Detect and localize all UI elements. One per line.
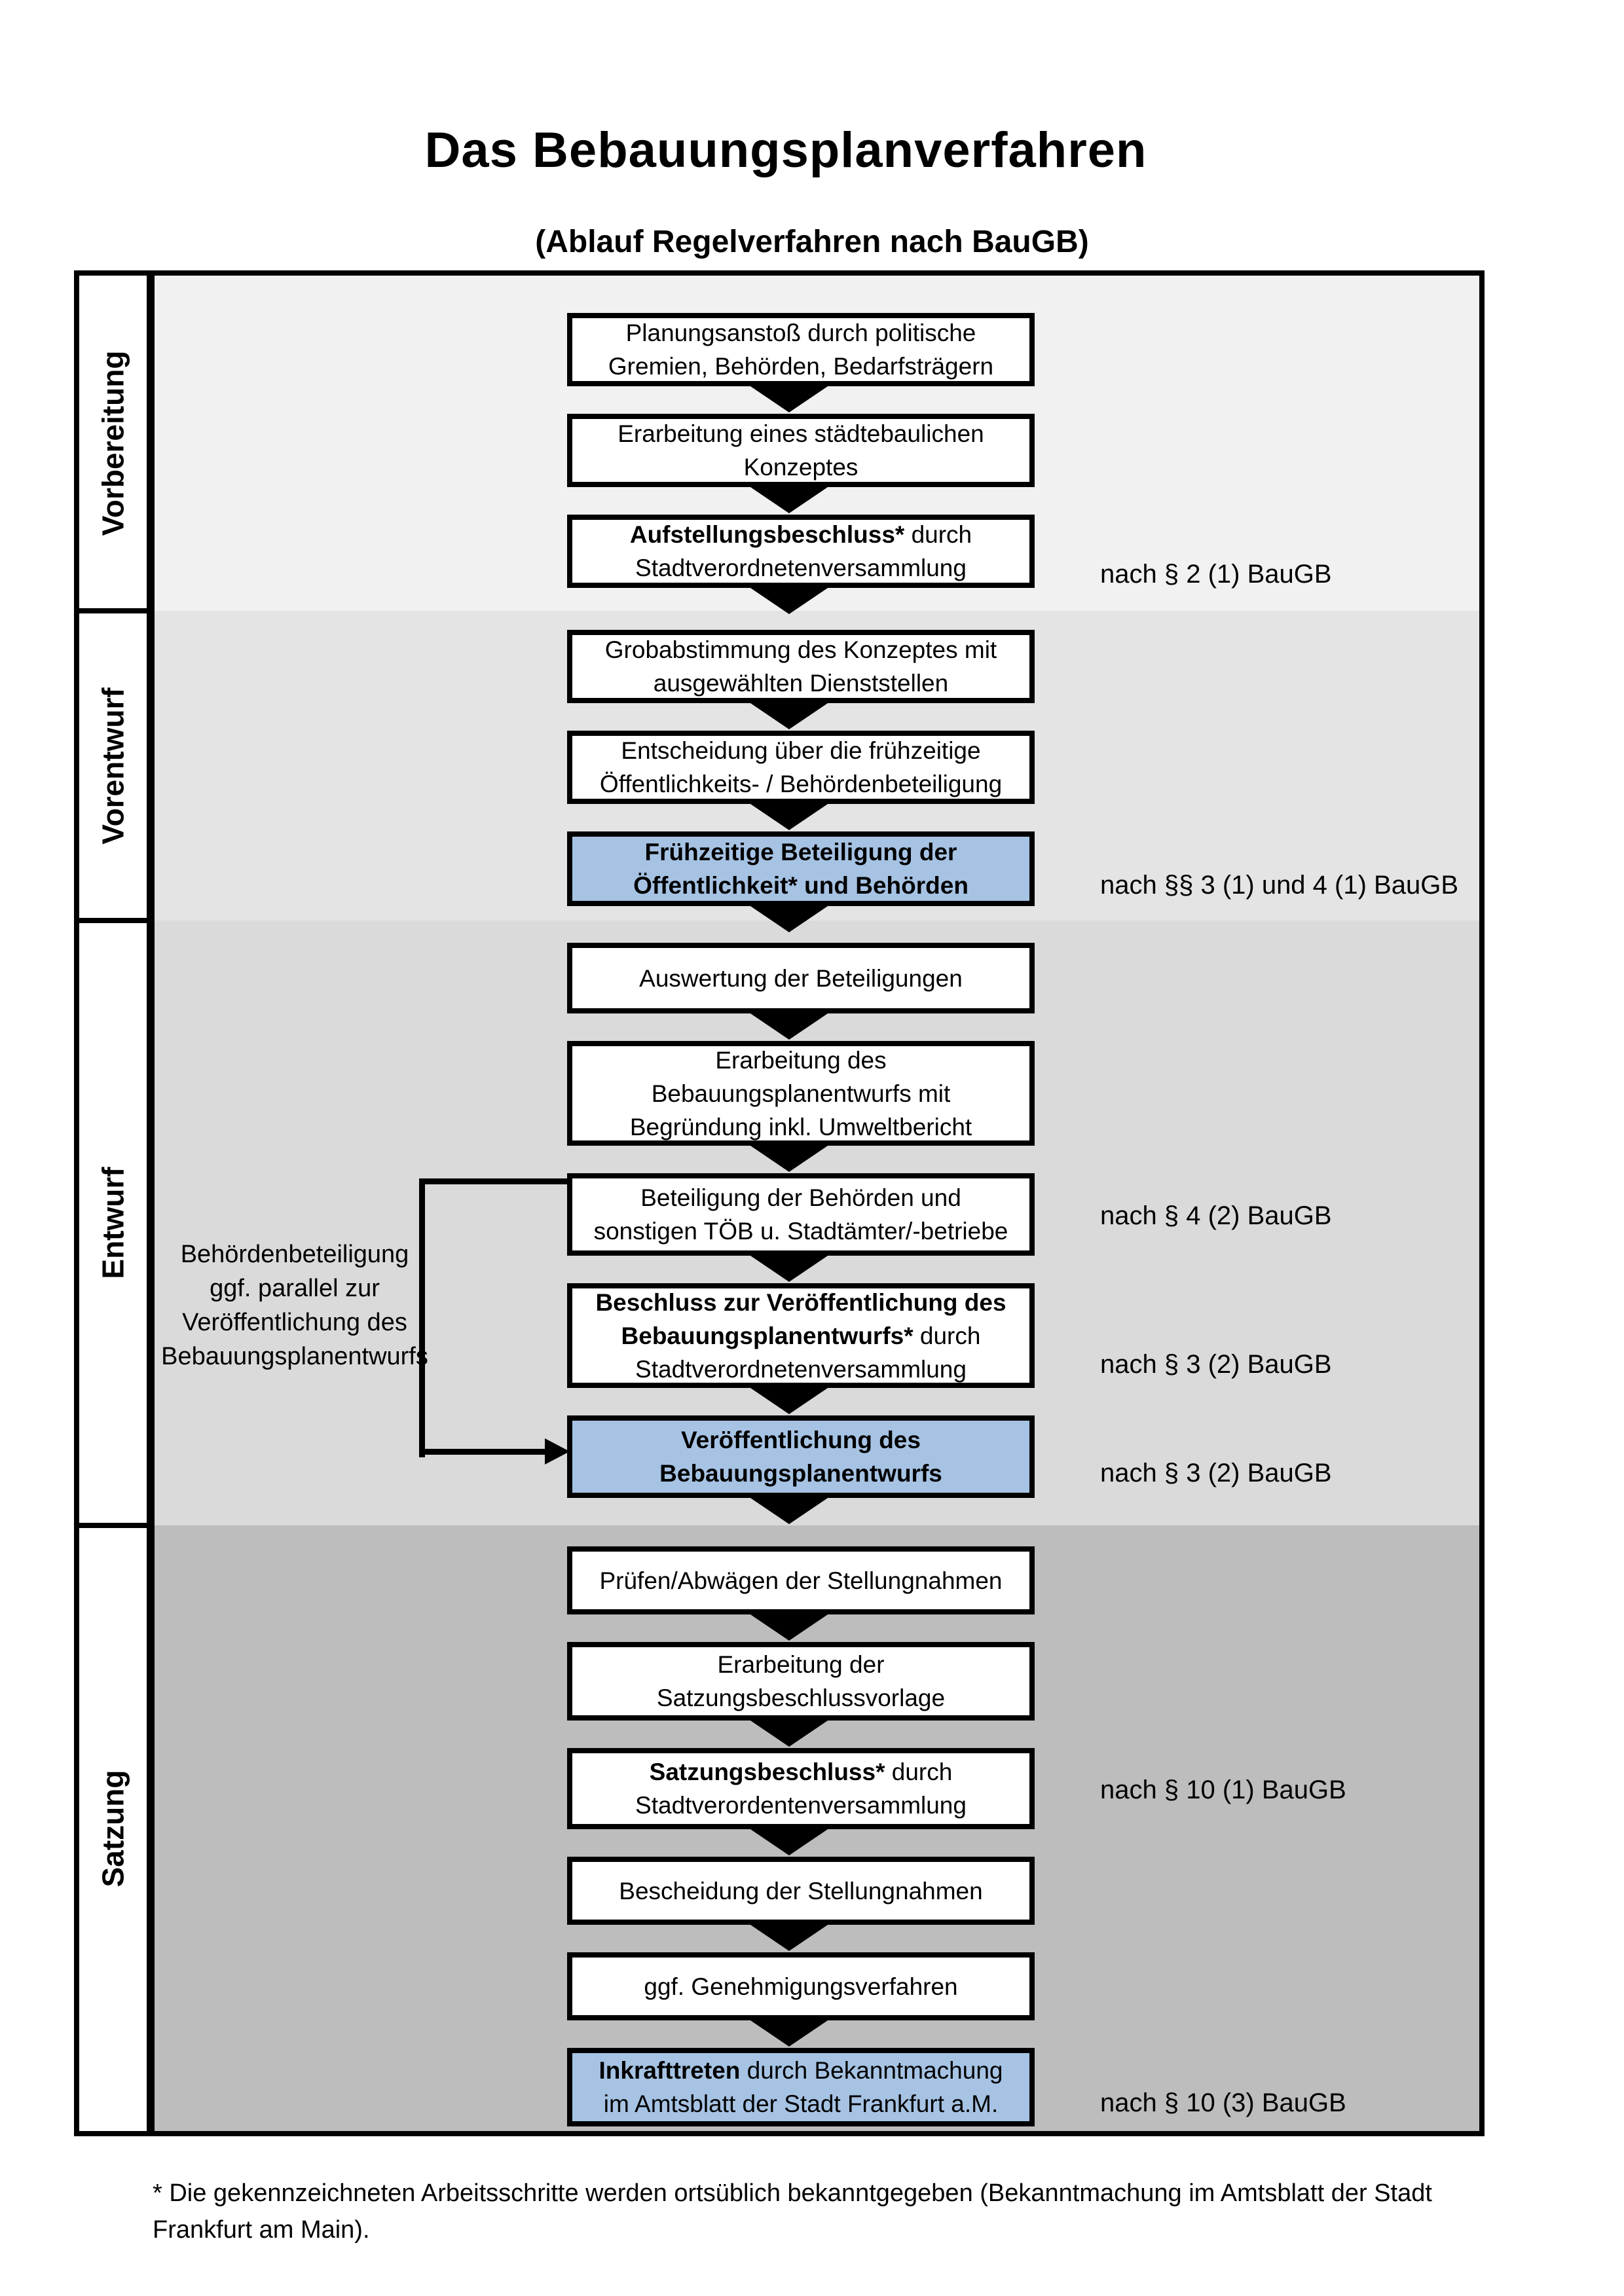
footnote: * Die gekennzeichneten Arbeitsschritte w… xyxy=(153,2179,1432,2244)
legal-reference: nach § 3 (2) BauGB xyxy=(1100,1350,1332,1379)
step-bescheidung-stellungnahmen: Bescheidung der Stellungnahmen xyxy=(567,1857,1035,1925)
flow-arrow-down-icon xyxy=(747,701,832,729)
side-note-behoerdenbeteiligung: Behördenbeteiligung ggf. parallel zur Ve… xyxy=(161,1241,428,1370)
page-title: Das Bebauungsplanverfahren xyxy=(424,122,1147,178)
bracket-connector-bottom xyxy=(419,1449,547,1455)
phase-label-column xyxy=(79,276,147,2131)
legal-reference: nach § 3 (2) BauGB xyxy=(1100,1459,1332,1487)
step-fruehzeitige-beteiligung: Frühzeitige Beteiligung der Öffentlichke… xyxy=(567,831,1035,906)
step-inkrafttreten: Inkrafttreten durch Bekanntmachung im Am… xyxy=(567,2048,1035,2126)
flow-arrow-down-icon xyxy=(747,903,832,932)
flow-arrow-down-icon xyxy=(747,1143,832,1172)
phase-label-vorbereitung: Vorbereitung xyxy=(96,350,130,536)
bracket-connector-top xyxy=(419,1178,570,1184)
flow-arrow-down-icon xyxy=(747,2018,832,2047)
flow-arrow-down-icon xyxy=(747,1385,832,1414)
flow-arrow-down-icon xyxy=(747,1253,832,1282)
legal-reference: nach § 2 (1) BauGB xyxy=(1100,560,1332,589)
flow-arrow-down-icon xyxy=(747,384,832,412)
step-veroeffentlichung-entwurf: Veröffentlichung des Bebauungsplanentwur… xyxy=(567,1415,1035,1498)
step-satzungsbeschlussvorlage: Erarbeitung der Satzungsbeschlussvorlage xyxy=(567,1642,1035,1721)
legal-reference: nach § 4 (2) BauGB xyxy=(1100,1201,1332,1230)
bracket-connector-vertical xyxy=(419,1178,425,1457)
phase-label-vorentwurf: Vorentwurf xyxy=(96,687,130,845)
flow-arrow-down-icon xyxy=(747,484,832,513)
step-pruefen-abwaegen: Prüfen/Abwägen der Stellungnahmen xyxy=(567,1546,1035,1614)
flow-arrow-down-icon xyxy=(747,801,832,830)
page-subtitle: (Ablauf Regelverfahren nach BauGB) xyxy=(535,225,1089,259)
phase-separator-line xyxy=(79,1523,155,1528)
legal-reference: nach §§ 3 (1) und 4 (1) BauGB xyxy=(1100,871,1458,900)
legal-reference: nach § 10 (1) BauGB xyxy=(1100,1776,1346,1804)
column-divider xyxy=(147,276,155,2131)
step-grobabstimmung: Grobabstimmung des Konzeptes mit ausgewä… xyxy=(567,630,1035,703)
step-beschluss-veroeffentlichung: Beschluss zur Veröffentlichung des Bebau… xyxy=(567,1283,1035,1388)
step-auswertung-beteiligungen: Auswertung der Beteiligungen xyxy=(567,943,1035,1013)
phase-label-satzung: Satzung xyxy=(96,1770,130,1887)
step-planungsanstoss: Planungsanstoß durch politische Gremien,… xyxy=(567,313,1035,386)
flow-arrow-down-icon xyxy=(747,1922,832,1951)
step-satzungsbeschluss: Satzungsbeschluss* durch Stadtverordente… xyxy=(567,1748,1035,1829)
flow-arrow-down-icon xyxy=(747,1612,832,1641)
step-staedtebauliches-konzept: Erarbeitung eines städtebaulichen Konzep… xyxy=(567,414,1035,487)
flow-arrow-down-icon xyxy=(747,1495,832,1524)
step-entscheidung-beteiligung: Entscheidung über die frühzeitige Öffent… xyxy=(567,731,1035,804)
step-beteiligung-behoerden: Beteiligung der Behörden und sonstigen T… xyxy=(567,1173,1035,1256)
phase-label-entwurf: Entwurf xyxy=(96,1167,130,1279)
legal-reference: nach § 10 (3) BauGB xyxy=(1100,2088,1346,2117)
flow-arrow-down-icon xyxy=(747,585,832,614)
step-erarbeitung-bebauungsplanentwurf: Erarbeitung des Bebauungsplanentwurfs mi… xyxy=(567,1041,1035,1146)
phase-separator-line xyxy=(79,918,155,923)
bracket-arrow-right-icon xyxy=(545,1438,570,1465)
flow-arrow-down-icon xyxy=(747,1718,832,1747)
flow-arrow-down-icon xyxy=(747,1827,832,1855)
step-aufstellungsbeschluss: Aufstellungsbeschluss* durch Stadtverord… xyxy=(567,515,1035,588)
step-genehmigungsverfahren: ggf. Genehmigungsverfahren xyxy=(567,1952,1035,2020)
flow-arrow-down-icon xyxy=(747,1011,832,1040)
phase-separator-line xyxy=(79,608,155,613)
